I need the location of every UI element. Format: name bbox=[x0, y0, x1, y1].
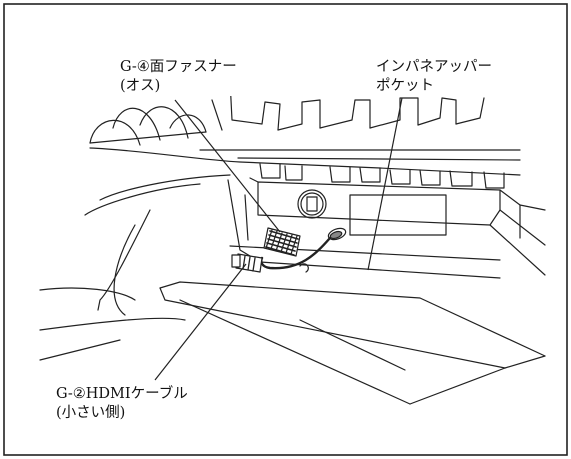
leader-pocket bbox=[367, 97, 403, 271]
leader-fastener bbox=[174, 99, 281, 233]
label-fastener: G-④面ファスナー (オス) bbox=[120, 58, 237, 96]
label-hdmi-line2: (小さい側) bbox=[56, 405, 126, 421]
label-pocket-line1: インパネアッパー bbox=[376, 59, 492, 75]
label-fastener-line1: G-④面ファスナー bbox=[120, 59, 237, 75]
dashboard-line-art bbox=[39, 79, 546, 405]
leader-hdmi bbox=[154, 263, 247, 381]
label-pocket: インパネアッパー ポケット bbox=[376, 58, 492, 96]
leader-lines bbox=[154, 97, 403, 381]
label-fastener-line2: (オス) bbox=[120, 78, 161, 94]
label-pocket-line2: ポケット bbox=[376, 78, 434, 94]
label-hdmi: G-②HDMIケーブル (小さい側) bbox=[56, 385, 188, 423]
label-hdmi-line1: G-②HDMIケーブル bbox=[56, 386, 188, 402]
